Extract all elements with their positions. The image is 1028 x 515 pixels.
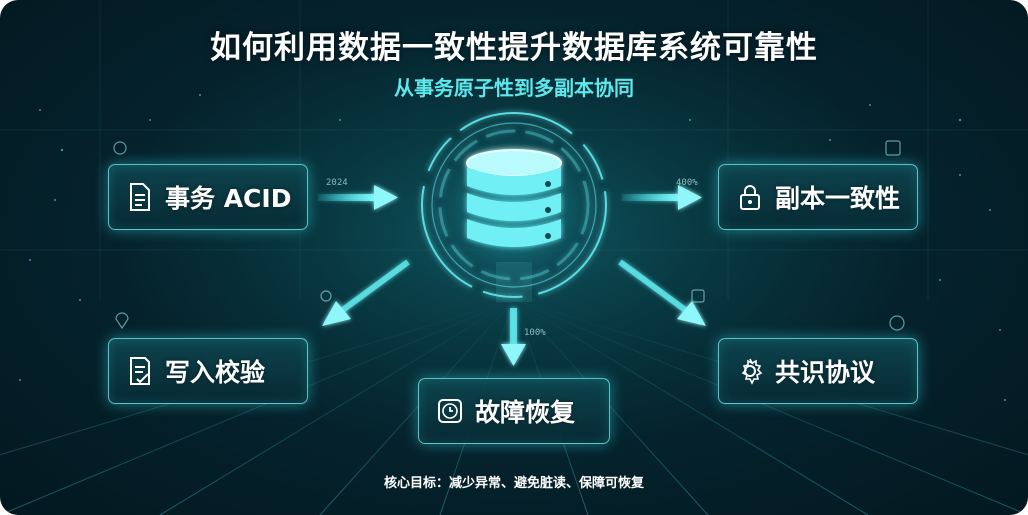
database-icon <box>466 149 562 247</box>
gear-small-icon <box>320 290 332 302</box>
location-pin-icon <box>115 312 129 330</box>
replica-tag: 400% <box>676 178 698 188</box>
node-acid: 事务 ACID <box>108 164 308 230</box>
cube-icon <box>691 289 705 303</box>
recovery-tag: 100% <box>524 328 546 338</box>
node-write-verify: 写入校验 <box>108 338 308 404</box>
node-acid-label: 事务 ACID <box>165 184 292 213</box>
gear-icon <box>737 356 763 386</box>
document-icon <box>127 182 153 212</box>
node-recovery-label: 故障恢复 <box>475 398 576 427</box>
arrow-db-to-replica <box>622 185 702 210</box>
arrow-acid-to-db <box>318 185 398 210</box>
arrow-db-to-consensus <box>618 259 706 326</box>
arrow-db-to-recovery <box>501 308 526 366</box>
arrow-db-to-write-verify <box>322 259 410 326</box>
acid-tag: 2024 <box>326 178 348 188</box>
checklist-icon <box>127 356 153 386</box>
box-icon <box>885 140 901 156</box>
alert-icon <box>113 141 127 155</box>
lock-icon <box>737 182 763 212</box>
refresh-icon <box>889 315 905 331</box>
footer-note: 核心目标：减少异常、避免脏读、保障可恢复 <box>383 476 644 491</box>
node-recovery: 故障恢复 <box>418 378 610 444</box>
page-subtitle: 从事务原子性到多副本协同 <box>394 76 634 100</box>
page-title: 如何利用数据一致性提升数据库系统可靠性 <box>210 30 818 66</box>
node-consensus: 共识协议 <box>718 338 918 404</box>
clock-icon <box>437 396 463 426</box>
node-write-verify-label: 写入校验 <box>165 358 266 387</box>
node-replica: 副本一致性 <box>718 164 918 230</box>
node-consensus-label: 共识协议 <box>775 358 876 387</box>
node-replica-label: 副本一致性 <box>775 184 901 213</box>
